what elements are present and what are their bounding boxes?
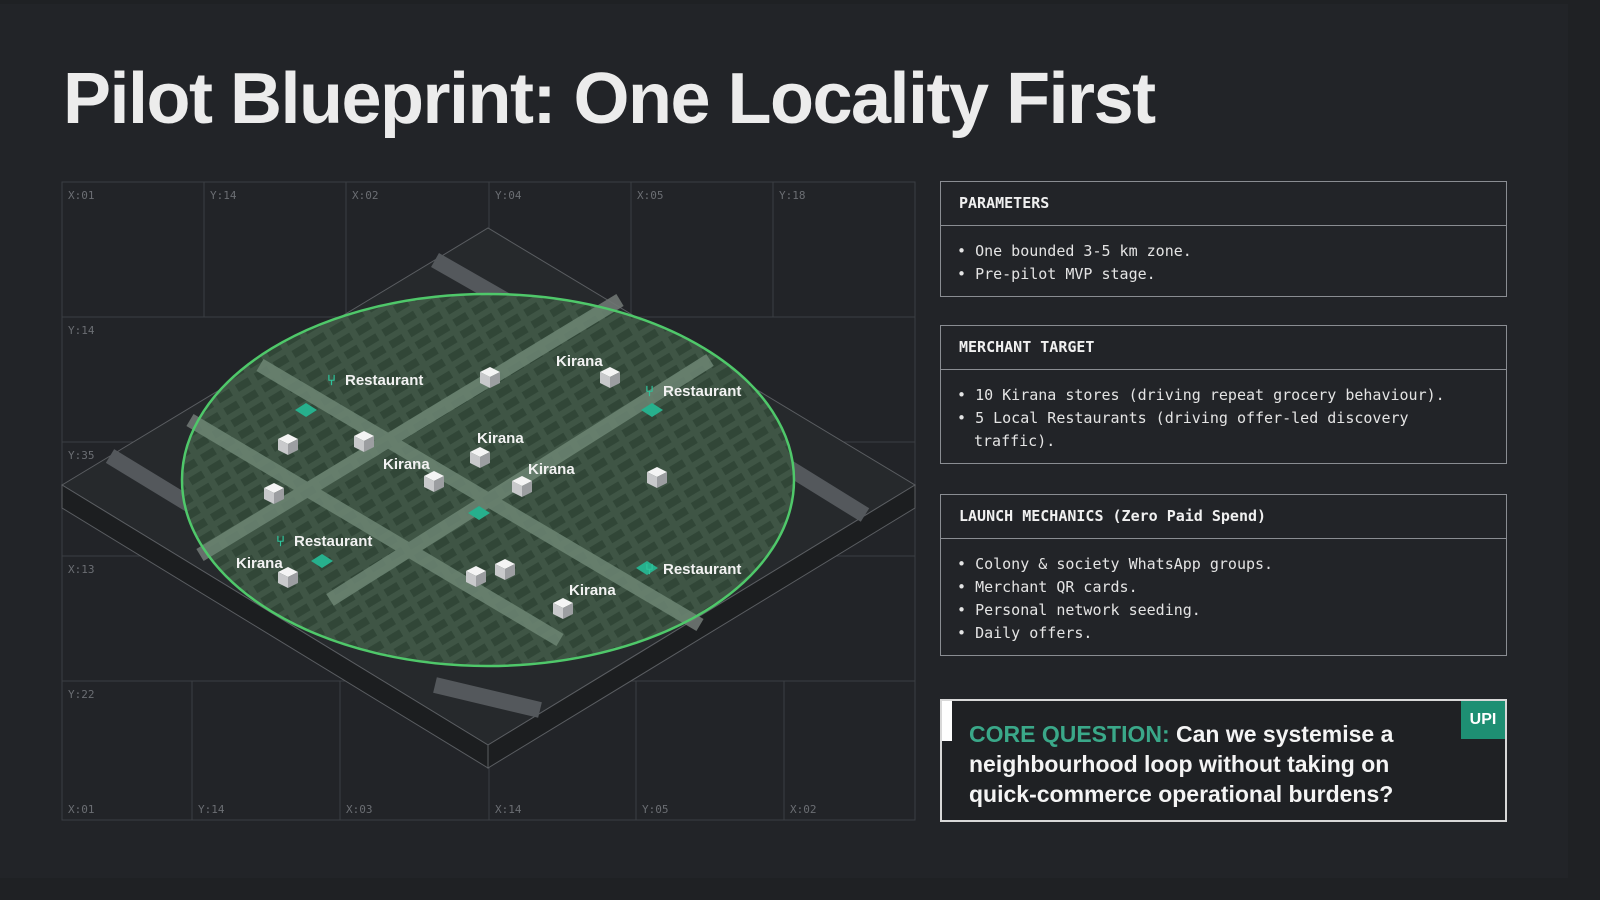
restaurant-marker — [641, 403, 663, 417]
list-item: 10 Kirana stores (driving repeat grocery… — [957, 384, 1490, 407]
grid-label: Y:14 — [198, 803, 225, 816]
parameters-panel: PARAMETERS One bounded 3-5 km zone.Pre-p… — [940, 181, 1507, 297]
kirana-label: Kirana — [383, 456, 430, 473]
list-item: 5 Local Restaurants (driving offer-led d… — [957, 407, 1490, 453]
list-item: Personal network seeding. — [957, 599, 1490, 622]
page-title: Pilot Blueprint: One Locality First — [63, 59, 1156, 139]
fork-knife-icon: ⑂ — [645, 383, 654, 400]
grid-label: Y:14 — [210, 189, 237, 202]
core-question-text: CORE QUESTION: Can we systemise a neighb… — [969, 721, 1394, 807]
restaurant-label: Restaurant — [294, 533, 372, 550]
list-item: One bounded 3-5 km zone. — [957, 240, 1490, 263]
fork-knife-icon: ⑂ — [327, 372, 336, 389]
list-item: Daily offers. — [957, 622, 1490, 645]
kirana-store-icon — [600, 367, 620, 388]
merchant-target-panel: MERCHANT TARGET 10 Kirana stores (drivin… — [940, 325, 1507, 464]
kirana-label: Kirana — [477, 430, 524, 447]
grid-label: X:02 — [352, 189, 379, 202]
grid-label: X:13 — [68, 563, 95, 576]
grid-label: Y:05 — [642, 803, 669, 816]
pilot-zone-ring — [180, 292, 796, 668]
kirana-store-icon — [278, 567, 298, 588]
restaurant-label: Restaurant — [663, 561, 741, 578]
kirana-store-icon — [470, 447, 490, 468]
grid-label: Y:04 — [495, 189, 522, 202]
kirana-store-icon — [278, 434, 298, 455]
restaurant-marker — [468, 506, 490, 520]
grid-label: X:01 — [68, 803, 95, 816]
grid-label: Y:14 — [68, 324, 95, 337]
restaurant-label: Restaurant — [663, 383, 741, 400]
kirana-label: Kirana — [569, 582, 616, 599]
kirana-label: Kirana — [528, 461, 575, 478]
grid-label: X:05 — [637, 189, 664, 202]
kirana-store-icon — [480, 367, 500, 388]
list-item: Colony & society WhatsApp groups. — [957, 553, 1490, 576]
grid-label: X:03 — [346, 803, 373, 816]
kirana-store-icon — [354, 431, 374, 452]
restaurant-marker — [311, 554, 333, 568]
kirana-store-icon — [424, 471, 444, 492]
panel-heading: LAUNCH MECHANICS (Zero Paid Spend) — [941, 495, 1506, 539]
restaurant-marker — [636, 561, 658, 575]
fork-knife-icon: ⑂ — [276, 533, 285, 550]
upi-badge: UPI — [1461, 701, 1505, 739]
accent-bar — [942, 701, 952, 741]
panel-heading: PARAMETERS — [941, 182, 1506, 226]
fork-knife-icon: ⑂ — [645, 561, 654, 578]
grid-label: X:01 — [68, 189, 95, 202]
kirana-store-icon — [647, 467, 667, 488]
list-item: Pre-pilot MVP stage. — [957, 263, 1490, 286]
launch-mechanics-panel: LAUNCH MECHANICS (Zero Paid Spend) Colon… — [940, 494, 1507, 656]
kirana-label: Kirana — [556, 353, 603, 370]
kirana-label: Kirana — [236, 555, 283, 572]
core-question-callout: CORE QUESTION: Can we systemise a neighb… — [940, 699, 1507, 822]
grid-label: Y:35 — [68, 449, 95, 462]
grid-label: X:14 — [495, 803, 522, 816]
kirana-store-icon — [495, 559, 515, 580]
kirana-store-icon — [553, 598, 573, 619]
kirana-store-icon — [466, 566, 486, 587]
list-item: Merchant QR cards. — [957, 576, 1490, 599]
grid-label: X:02 — [790, 803, 817, 816]
restaurant-label: Restaurant — [345, 372, 423, 389]
kirana-store-icon — [264, 483, 284, 504]
panel-heading: MERCHANT TARGET — [941, 326, 1506, 370]
grid-label: Y:18 — [779, 189, 806, 202]
kirana-store-icon — [512, 476, 532, 497]
restaurant-marker — [295, 403, 317, 417]
grid-label: Y:22 — [68, 688, 95, 701]
